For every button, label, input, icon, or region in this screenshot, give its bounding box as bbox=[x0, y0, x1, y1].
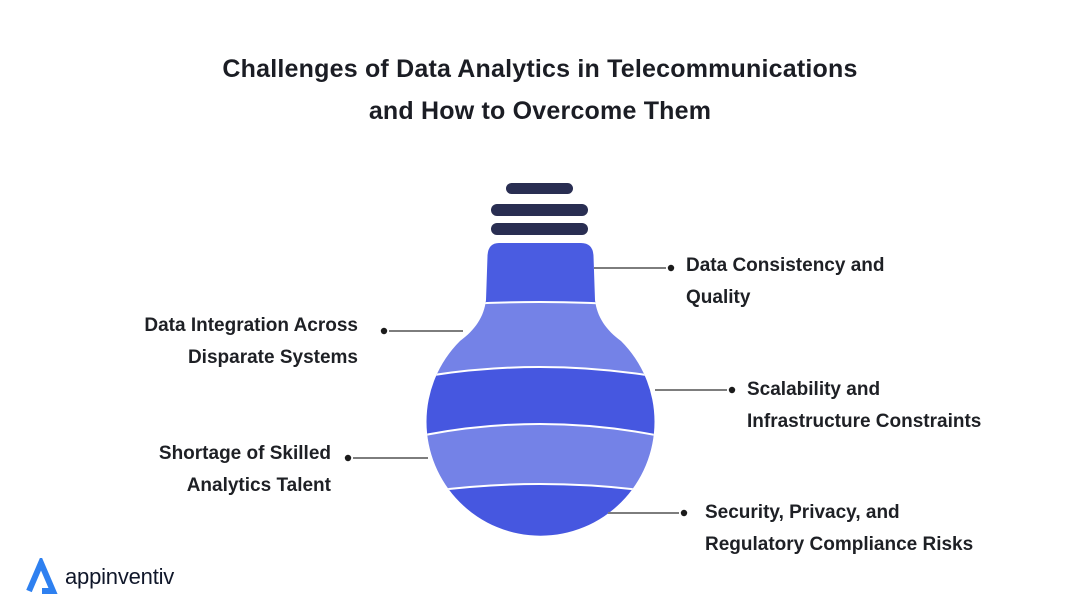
appinventiv-logo: appinventiv bbox=[23, 558, 174, 596]
callout-dots bbox=[344, 264, 736, 517]
bulb-band-neck bbox=[426, 243, 655, 308]
callout-label-line: Analytics Talent bbox=[186, 475, 331, 496]
bulb-base-bars bbox=[491, 183, 588, 235]
callout-label-line: Scalability and bbox=[747, 379, 881, 400]
bulb-separator-3 bbox=[426, 423, 655, 439]
callout-label-line: Regulatory Compliance Risks bbox=[705, 534, 974, 555]
callout-label-line: Quality bbox=[686, 287, 751, 308]
callout-dot-scalability bbox=[728, 386, 736, 394]
page-title: Challenges of Data Analytics in Telecomm… bbox=[0, 48, 1080, 132]
page-title-line1: Challenges of Data Analytics in Telecomm… bbox=[222, 55, 858, 83]
callout-label-scalability: Scalability and Infrastructure Constrain… bbox=[747, 374, 981, 438]
callout-label-data-integration: Data Integration Across Disparate System… bbox=[144, 310, 358, 374]
callout-label-line: Infrastructure Constraints bbox=[747, 411, 982, 432]
bulb-base-bar-3 bbox=[491, 223, 588, 235]
callout-dot-data-consistency bbox=[667, 264, 675, 272]
appinventiv-logo-icon bbox=[26, 558, 58, 594]
appinventiv-logo-text: appinventiv bbox=[65, 564, 175, 589]
callout-dot-data-integration bbox=[380, 327, 388, 335]
callout-label-data-consistency: Data Consistency and Quality bbox=[686, 250, 885, 314]
bulb-base-bar-1 bbox=[506, 183, 573, 194]
callout-dot-security bbox=[680, 509, 688, 517]
callout-label-line: Shortage of Skilled bbox=[158, 443, 331, 464]
appinventiv-logo-triangle bbox=[26, 558, 58, 594]
callout-label-line: Security, Privacy, and bbox=[705, 502, 900, 523]
bulb-band-5 bbox=[426, 484, 655, 536]
bulb-separator-2 bbox=[426, 366, 655, 380]
callout-dot-shortage bbox=[344, 454, 352, 462]
bulb-base-bar-2 bbox=[491, 204, 588, 216]
callout-label-line: Data Consistency and bbox=[686, 255, 885, 276]
callout-label-line: Disparate Systems bbox=[187, 347, 358, 368]
callout-lines bbox=[353, 267, 727, 514]
callout-label-security: Security, Privacy, and Regulatory Compli… bbox=[705, 497, 973, 561]
callout-label-shortage: Shortage of Skilled Analytics Talent bbox=[159, 438, 331, 502]
bulb-body bbox=[426, 243, 655, 536]
page-title-line2: and How to Overcome Them bbox=[368, 97, 712, 125]
bulb-band-4 bbox=[426, 424, 655, 494]
bulb-band-3 bbox=[426, 367, 655, 438]
callout-label-line: Data Integration Across bbox=[144, 315, 358, 336]
